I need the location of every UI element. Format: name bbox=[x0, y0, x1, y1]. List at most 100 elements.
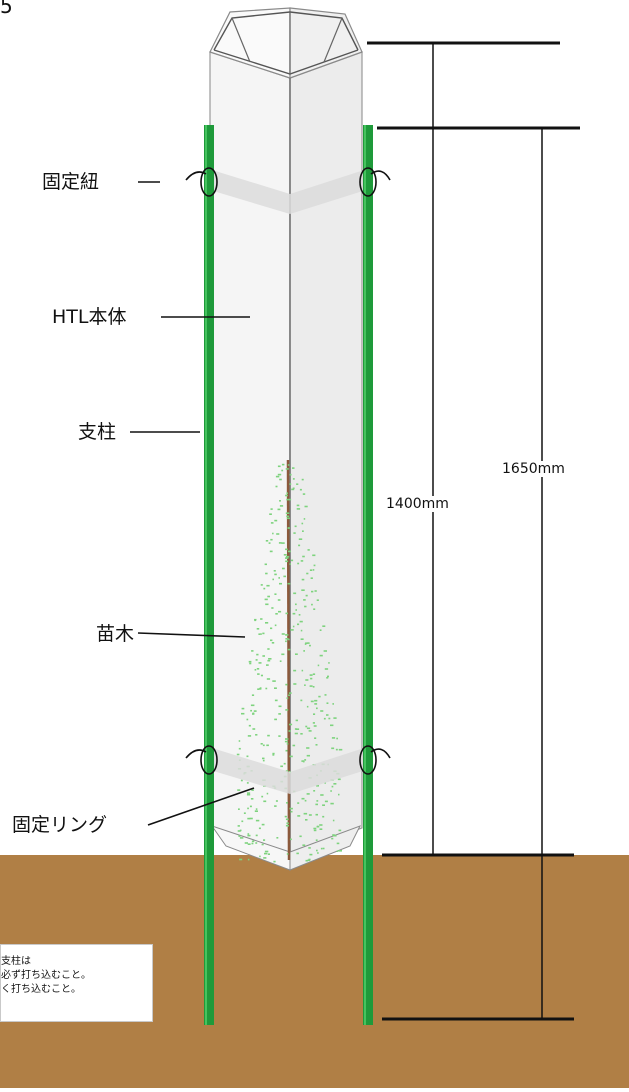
seedling-leaf bbox=[295, 603, 297, 606]
seedling-leaf bbox=[315, 813, 318, 816]
string-loops bbox=[185, 167, 391, 775]
stake-note: 支柱は 必ず打ち込むこと。 く打ち込むこと。 bbox=[0, 944, 153, 1022]
seedling-leaf bbox=[332, 703, 334, 705]
seedling-leaf bbox=[261, 795, 264, 798]
top-fixing-band bbox=[210, 170, 366, 214]
seedling-leaf bbox=[255, 842, 258, 844]
seedling-leaf bbox=[283, 762, 286, 765]
seedling-leaf bbox=[285, 494, 288, 497]
seedling-leaf bbox=[258, 827, 261, 830]
seedling-leaf bbox=[286, 498, 289, 501]
seedling-leaf bbox=[290, 559, 294, 562]
seedling-leaf bbox=[272, 532, 274, 535]
seedling-leaf bbox=[266, 664, 269, 666]
seedling-leaf bbox=[257, 673, 260, 675]
seedling-leaf bbox=[248, 660, 252, 663]
seedling-leaf bbox=[238, 808, 240, 810]
seedling-leaf bbox=[293, 592, 297, 595]
seedling-leaf bbox=[249, 817, 253, 820]
seedling-leaf bbox=[304, 684, 306, 686]
seedling-leaf bbox=[289, 838, 292, 841]
seedling-leaf bbox=[265, 603, 269, 606]
seedling-leaf bbox=[260, 618, 263, 620]
seedling-leaf bbox=[293, 669, 297, 672]
seedling-leaf bbox=[331, 747, 335, 750]
seedling-leaf bbox=[256, 628, 260, 630]
seedling-leaf bbox=[330, 790, 332, 792]
seedling-leaf bbox=[255, 834, 258, 837]
seedling-leaf bbox=[270, 508, 273, 510]
seedling-leaf bbox=[289, 771, 291, 773]
seedling-leaf bbox=[335, 748, 338, 751]
note-line-1: 支柱は bbox=[1, 956, 31, 967]
seedling-leaf bbox=[252, 712, 255, 715]
seedling-leaf bbox=[251, 840, 255, 843]
seedling-leaf bbox=[266, 744, 269, 747]
seedling-leaf bbox=[250, 798, 254, 800]
seedling-leaf bbox=[305, 859, 308, 862]
seedling-leaf bbox=[296, 852, 299, 855]
seedling-leaf bbox=[312, 722, 315, 724]
seedling-leaf bbox=[290, 810, 293, 813]
seedling-leaf bbox=[301, 797, 305, 800]
seedling-leaf bbox=[262, 744, 265, 747]
seedling-leaf bbox=[297, 815, 301, 817]
seedling-leaf bbox=[316, 599, 319, 601]
seedling-leaf bbox=[239, 858, 243, 861]
seedling-leaf bbox=[286, 853, 289, 855]
seedling-leaf bbox=[299, 488, 302, 491]
seedling-leaf bbox=[322, 815, 325, 818]
seedling-leaf bbox=[295, 609, 297, 611]
seedling-leaf bbox=[301, 760, 305, 762]
seedling-leaf bbox=[297, 802, 300, 804]
seedling-leaf bbox=[306, 727, 311, 730]
seedling-leaf bbox=[254, 619, 256, 622]
seedling-leaf bbox=[262, 757, 265, 760]
seedling-leaf bbox=[298, 544, 301, 547]
seedling-leaf bbox=[305, 725, 308, 728]
seedling-leaf bbox=[278, 713, 281, 715]
seedling-leaf bbox=[287, 464, 290, 466]
seedling-leaf bbox=[293, 532, 296, 534]
seedling-leaf bbox=[313, 790, 316, 792]
seedling-leaf bbox=[279, 478, 282, 481]
seedling-leaf bbox=[314, 590, 317, 592]
seedling-leaf bbox=[267, 734, 270, 737]
seedling-leaf bbox=[247, 792, 251, 794]
seedling-leaf bbox=[251, 789, 254, 791]
seedling-leaf bbox=[291, 488, 295, 491]
seedling-leaf bbox=[265, 540, 269, 542]
seedling-leaf bbox=[313, 725, 317, 727]
seedling-leaf bbox=[267, 659, 271, 662]
seedling-leaf bbox=[302, 555, 305, 558]
seedling-leaf bbox=[312, 673, 316, 675]
seedling-leaf bbox=[319, 654, 323, 657]
seedling-leaf bbox=[324, 668, 329, 670]
seedling-leaf bbox=[292, 744, 296, 747]
seedling-leaf bbox=[247, 735, 252, 737]
seedling-leaf bbox=[287, 638, 290, 641]
stake-right bbox=[363, 125, 373, 1025]
seedling-leaf bbox=[281, 463, 285, 466]
seedling-leaf bbox=[304, 799, 307, 802]
seedling-leaf bbox=[252, 728, 256, 730]
seedling-leaf bbox=[286, 743, 289, 745]
seedling-leaf bbox=[249, 805, 252, 808]
seedling-leaf bbox=[238, 835, 241, 837]
seedling-leaf bbox=[296, 504, 300, 507]
seedling-leaf bbox=[270, 627, 273, 630]
seedling-leaf bbox=[288, 692, 292, 694]
seedling-leaf bbox=[276, 533, 280, 535]
seedling-leaf bbox=[312, 686, 315, 688]
seedling-leaf bbox=[295, 653, 298, 655]
seedling-leaf bbox=[286, 697, 289, 699]
seedling-leaf bbox=[319, 828, 323, 830]
seedling-leaf bbox=[301, 669, 304, 672]
seedling-leaf bbox=[304, 759, 307, 761]
seedling-leaf bbox=[288, 730, 291, 732]
seedling-leaf bbox=[322, 847, 325, 850]
seedling-leaf bbox=[271, 607, 274, 609]
seedling-leaf bbox=[296, 483, 299, 485]
seedling-leaf bbox=[255, 659, 258, 661]
